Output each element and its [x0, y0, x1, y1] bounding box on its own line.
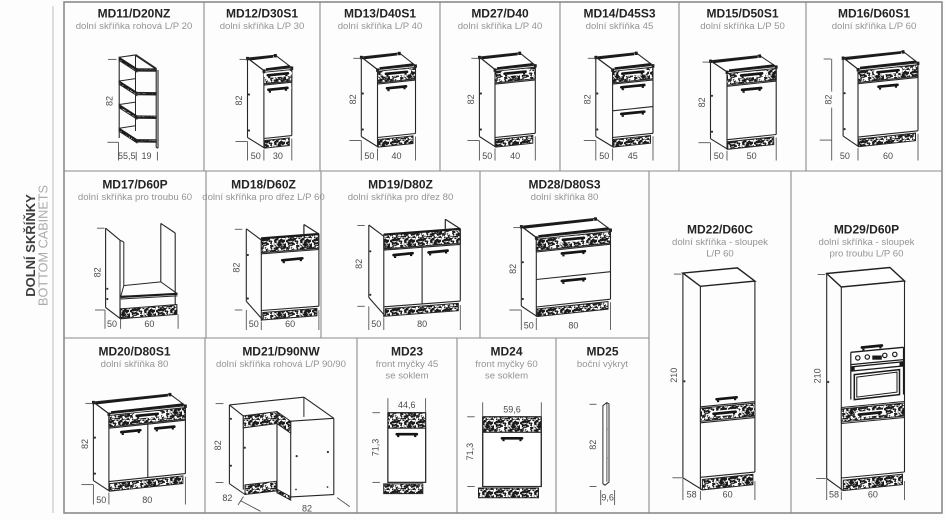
svg-text:DOLNÍ SKŘÍŇKY: DOLNÍ SKŘÍŇKY	[23, 194, 38, 297]
svg-text:55,5: 55,5	[118, 151, 136, 161]
svg-text:50: 50	[599, 151, 609, 161]
svg-text:210: 210	[669, 368, 679, 383]
svg-text:50: 50	[714, 151, 724, 161]
svg-text:80: 80	[568, 320, 578, 330]
svg-text:MD21/D90NW: MD21/D90NW	[242, 345, 320, 359]
svg-text:MD23: MD23	[391, 345, 423, 359]
svg-text:dolní skříňka L/P 60: dolní skříňka L/P 60	[832, 21, 917, 32]
svg-text:MD19/D80Z: MD19/D80Z	[368, 178, 433, 192]
svg-text:82: 82	[588, 440, 598, 450]
svg-text:60: 60	[144, 319, 154, 329]
svg-text:82: 82	[348, 94, 358, 104]
svg-text:front myčky 45: front myčky 45	[376, 359, 438, 370]
svg-text:82: 82	[105, 96, 115, 106]
svg-text:50: 50	[482, 151, 492, 161]
svg-text:82: 82	[222, 493, 232, 503]
svg-text:60: 60	[723, 490, 733, 500]
svg-text:71,3: 71,3	[370, 439, 380, 457]
svg-text:60: 60	[285, 319, 295, 329]
svg-text:dolní skříňka L/P 40: dolní skříňka L/P 40	[458, 21, 543, 32]
svg-text:MD14/D45S3: MD14/D45S3	[583, 7, 655, 21]
svg-text:82: 82	[80, 439, 90, 449]
svg-text:dolní skříňka pro troubu 60: dolní skříňka pro troubu 60	[78, 192, 192, 203]
svg-text:82: 82	[92, 267, 102, 277]
svg-text:71,3: 71,3	[465, 443, 475, 461]
svg-text:40: 40	[391, 151, 401, 161]
svg-text:50: 50	[107, 319, 117, 329]
svg-text:82: 82	[213, 440, 223, 450]
svg-text:82: 82	[697, 97, 707, 107]
svg-text:boční výkryt: boční výkryt	[577, 359, 629, 370]
svg-text:MD28/D80S3: MD28/D80S3	[528, 178, 600, 192]
svg-text:59,6: 59,6	[503, 404, 521, 414]
svg-text:50: 50	[524, 320, 534, 330]
svg-text:50: 50	[251, 151, 261, 161]
svg-text:dolní skříňka pro dřez L/P 60: dolní skříňka pro dřez L/P 60	[202, 192, 324, 203]
svg-text:MD16/D60S1: MD16/D60S1	[838, 7, 910, 21]
svg-text:9,6: 9,6	[601, 493, 614, 503]
svg-text:50: 50	[840, 151, 850, 161]
svg-text:MD20/D80S1: MD20/D80S1	[98, 345, 170, 359]
svg-text:82: 82	[824, 95, 834, 105]
svg-text:60: 60	[883, 151, 893, 161]
svg-text:60: 60	[868, 490, 878, 500]
svg-text:L/P 60: L/P 60	[706, 249, 734, 260]
svg-text:MD12/D30S1: MD12/D30S1	[226, 7, 298, 21]
svg-text:dolní skříňka rohová L/P 20: dolní skříňka rohová L/P 20	[76, 21, 193, 32]
svg-text:se soklem: se soklem	[385, 371, 428, 382]
svg-text:dolní skříňka L/P 30: dolní skříňka L/P 30	[220, 21, 305, 32]
svg-text:40: 40	[510, 151, 520, 161]
svg-text:dolní skříňka - sloupek: dolní skříňka - sloupek	[672, 237, 768, 248]
svg-text:210: 210	[813, 368, 823, 383]
svg-text:30: 30	[273, 151, 283, 161]
svg-text:dolní skříňka pro dřez 80: dolní skříňka pro dřez 80	[348, 192, 454, 203]
svg-text:dolní skříňka 45: dolní skříňka 45	[586, 21, 654, 32]
svg-text:82: 82	[466, 94, 476, 104]
svg-text:dolní skříňka rohová L/P 90/90: dolní skříňka rohová L/P 90/90	[216, 359, 346, 370]
svg-text:MD24: MD24	[490, 345, 522, 359]
svg-text:MD29/D60P: MD29/D60P	[834, 223, 899, 237]
svg-text:50: 50	[96, 495, 106, 505]
svg-text:58: 58	[829, 490, 839, 500]
svg-text:MD18/D60Z: MD18/D60Z	[231, 178, 296, 192]
svg-text:MD15/D50S1: MD15/D50S1	[706, 7, 778, 21]
svg-text:MD22/D60C: MD22/D60C	[687, 223, 753, 237]
svg-text:82: 82	[354, 259, 364, 269]
svg-text:pro troubu L/P 60: pro troubu L/P 60	[830, 249, 904, 260]
svg-text:50: 50	[364, 151, 374, 161]
svg-text:dolní skříňka 80: dolní skříňka 80	[101, 359, 169, 370]
svg-text:50: 50	[371, 319, 381, 329]
svg-text:45: 45	[628, 151, 638, 161]
svg-text:44,6: 44,6	[398, 400, 416, 410]
svg-text:dolní skříňka - sloupek: dolní skříňka - sloupek	[819, 237, 915, 248]
svg-text:MD17/D60P: MD17/D60P	[102, 178, 167, 192]
svg-text:50: 50	[747, 151, 757, 161]
svg-text:front myčky 60: front myčky 60	[475, 359, 537, 370]
svg-text:MD25: MD25	[586, 345, 618, 359]
svg-text:BOTTOM CABINETS: BOTTOM CABINETS	[37, 185, 51, 306]
svg-text:82: 82	[234, 95, 244, 105]
svg-text:82: 82	[302, 504, 312, 514]
svg-text:MD11/D20NZ: MD11/D20NZ	[98, 7, 171, 21]
svg-text:80: 80	[417, 319, 427, 329]
svg-text:dolní skříňka L/P 50: dolní skříňka L/P 50	[700, 21, 785, 32]
svg-text:dolní skříňka 80: dolní skříňka 80	[531, 192, 599, 203]
svg-text:82: 82	[582, 94, 592, 104]
svg-text:MD13/D40S1: MD13/D40S1	[344, 7, 416, 21]
svg-text:19: 19	[141, 151, 151, 161]
svg-text:58: 58	[687, 490, 697, 500]
svg-text:MD27/D40: MD27/D40	[471, 7, 529, 21]
svg-text:dolní skříňka L/P 40: dolní skříňka L/P 40	[338, 21, 423, 32]
svg-text:50: 50	[249, 319, 259, 329]
svg-text:se soklem: se soklem	[485, 371, 528, 382]
svg-text:80: 80	[142, 495, 152, 505]
svg-text:82: 82	[231, 263, 241, 273]
svg-text:82: 82	[508, 264, 518, 274]
